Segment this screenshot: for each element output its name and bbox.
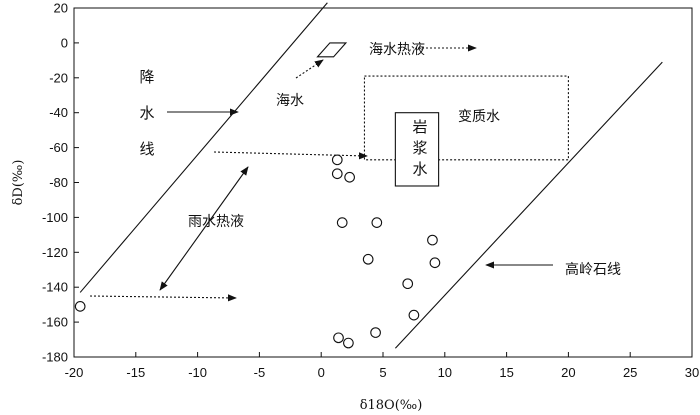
seawater-arrow — [295, 59, 324, 79]
y-tick-label: -140 — [42, 280, 68, 295]
x-tick-label: -20 — [65, 365, 84, 380]
data-point — [408, 309, 420, 321]
meteoric-hydrothermal-label: 雨水热液 — [188, 214, 244, 230]
meteoric-to-metamorphic-arrow — [213, 151, 368, 160]
precip-line-label-3: 线 — [139, 140, 154, 158]
x-tick-label: -15 — [126, 365, 145, 380]
x-tick-label: 10 — [438, 365, 452, 380]
data-point — [402, 278, 414, 290]
axes: -20 -15 -10 -5 0 5 10 15 20 25 30 20 0 -20 -40 -60 -80 -1… — [11, 1, 699, 414]
y-tick-label: 0 — [61, 35, 68, 50]
precip-line-label-1: 降 — [139, 68, 154, 86]
low-meteoric-arrow — [89, 294, 237, 302]
x-tick-label: 5 — [379, 365, 386, 380]
data-point — [344, 171, 355, 183]
x-tick-label: -5 — [254, 365, 266, 380]
magmatic-water-label-1: 岩 — [412, 118, 427, 136]
x-tick-label: 25 — [623, 365, 637, 380]
magmatic-water-region — [394, 112, 440, 187]
y-axis-title: δD(‰) — [11, 160, 26, 206]
chart-overlays — [79, 2, 663, 349]
metamorphic-water-region — [363, 75, 569, 161]
seawater-region — [316, 42, 348, 58]
y-tick-label: -80 — [49, 175, 68, 190]
precip-line-label-2: 水 — [139, 104, 154, 122]
x-tick-label: 30 — [685, 365, 699, 380]
precipitation-line — [79, 2, 328, 293]
y-tick-label: -180 — [42, 350, 68, 365]
y-tick-label: -20 — [49, 70, 68, 85]
x-tick-label: 15 — [499, 365, 513, 380]
data-point — [331, 154, 343, 166]
kaolinite-line — [394, 61, 663, 349]
data-point — [371, 217, 383, 228]
x-tick-label: 0 — [318, 365, 325, 380]
data-point — [343, 337, 354, 349]
y-tick-label: -160 — [42, 315, 68, 330]
data-point — [362, 253, 374, 265]
y-tick-label: -100 — [42, 210, 68, 225]
data-point — [370, 327, 381, 338]
y-tick-label: 20 — [54, 1, 68, 16]
meteoric-hydrothermal-arrow — [159, 166, 249, 291]
x-tick-label: -10 — [188, 365, 207, 380]
data-point — [429, 257, 441, 269]
data-point — [74, 301, 86, 312]
data-point — [333, 332, 344, 344]
seawater-hydrothermal-label: 海水热液 — [369, 42, 425, 58]
y-tick-label: -60 — [49, 140, 68, 155]
seawater-label: 海水 — [276, 93, 304, 109]
data-point — [331, 168, 343, 180]
y-tick-label: -120 — [42, 245, 68, 260]
magmatic-water-label-3: 水 — [412, 160, 427, 178]
plot-frame — [73, 7, 693, 358]
x-axis-title: δ18O(‰) — [360, 398, 423, 413]
data-points — [74, 154, 441, 349]
y-tick-label: -40 — [49, 105, 68, 120]
magmatic-water-label-2: 浆 — [412, 139, 427, 157]
kaolinite-line-label: 高岭石线 — [565, 261, 621, 278]
metamorphic-water-label: 变质水 — [458, 109, 500, 125]
data-point — [336, 217, 348, 228]
x-tick-label: 20 — [561, 365, 575, 380]
data-point — [427, 234, 438, 246]
